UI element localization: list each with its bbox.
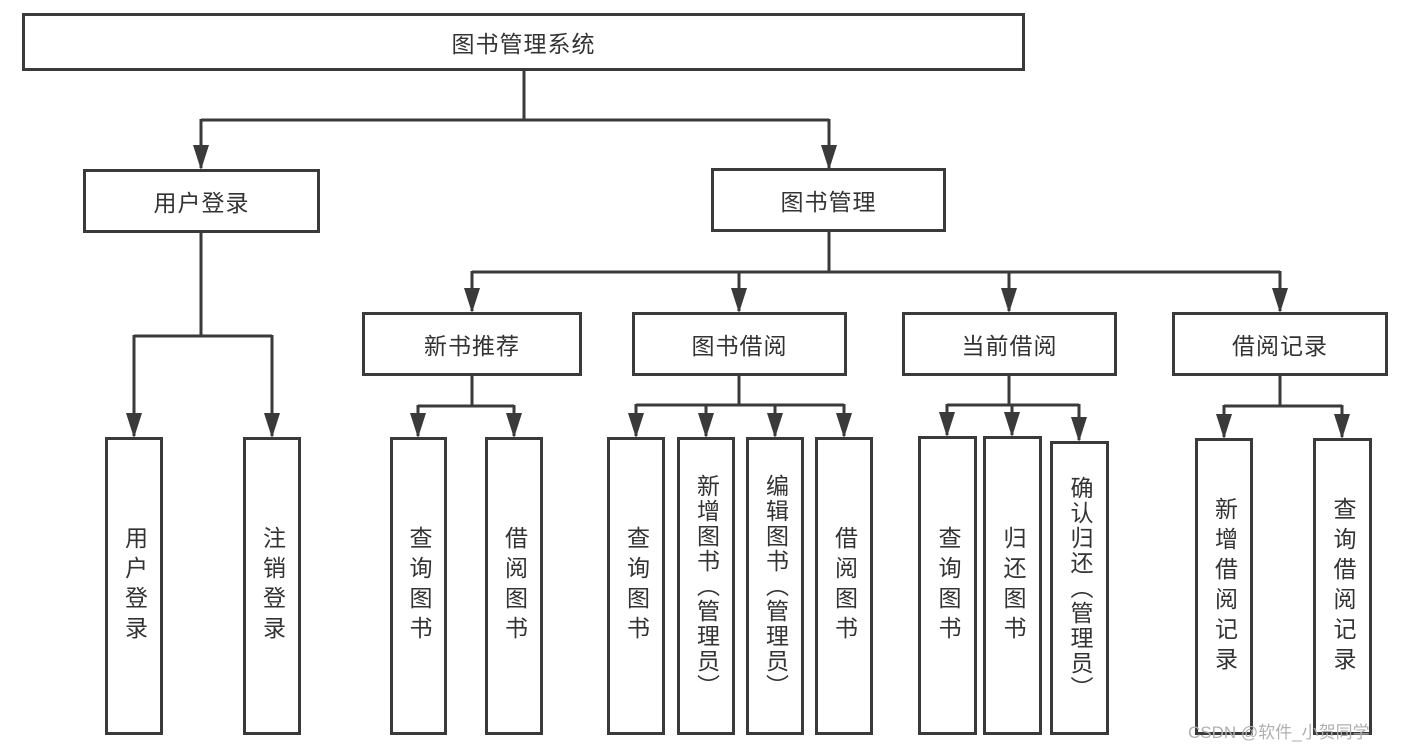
node-book-mgmt: 图书管理 xyxy=(711,168,946,232)
node-leaf-bb-query-books: 查询图书 xyxy=(607,437,665,735)
node-leaf-br-query-record-label: 查询借阅记录 xyxy=(1330,496,1356,677)
node-leaf-bb-edit-books: 编辑图书（管理员） xyxy=(746,437,804,735)
arrow-down-icon xyxy=(939,412,955,437)
node-leaf-cb-return-books-label: 归还图书 xyxy=(1000,525,1026,646)
arrow-down-icon xyxy=(836,413,852,438)
arrow-down-icon xyxy=(767,413,783,438)
node-borrow-records: 借阅记录 xyxy=(1172,312,1388,376)
node-leaf-nbr-query-books-label: 查询图书 xyxy=(406,526,432,646)
connector-new-book-rec-to-children xyxy=(416,376,516,436)
arrow-down-icon xyxy=(464,288,480,313)
node-leaf-bb-add-books: 新增图书（管理员） xyxy=(677,437,735,735)
arrow-down-icon xyxy=(126,413,142,438)
node-root-label: 图书管理系统 xyxy=(451,31,596,57)
node-new-book-rec: 新书推荐 xyxy=(362,312,582,376)
node-leaf-br-query-record: 查询借阅记录 xyxy=(1313,438,1372,735)
arrow-down-icon xyxy=(1272,288,1288,313)
connector-book-mgmt-to-level3 xyxy=(470,232,1282,311)
arrow-down-icon xyxy=(731,288,747,313)
arrow-down-icon xyxy=(1001,288,1017,313)
node-leaf-cb-confirm-return: 确认归还（管理员） xyxy=(1050,441,1109,735)
connector-root-to-level2 xyxy=(199,71,831,168)
arrow-down-icon xyxy=(698,413,714,438)
arrow-down-icon xyxy=(410,413,426,438)
node-leaf-nbr-borrow-books-label: 借阅图书 xyxy=(501,526,528,646)
connector-borrow-records-to-children xyxy=(1222,376,1344,437)
node-current-borrow: 当前借阅 xyxy=(902,312,1117,376)
node-leaf-cb-confirm-return-label: 确认归还（管理员） xyxy=(1067,475,1093,701)
node-root: 图书管理系统 xyxy=(22,13,1025,71)
node-leaf-cb-return-books: 归还图书 xyxy=(983,436,1042,735)
node-leaf-logout-label: 注销登录 xyxy=(259,526,286,646)
watermark: CSDN @软件_小贺同学 xyxy=(1188,723,1370,742)
node-leaf-bb-query-books-label: 查询图书 xyxy=(623,526,650,646)
node-leaf-cb-query-books-label: 查询图书 xyxy=(935,525,961,646)
node-leaf-br-add-record: 新增借阅记录 xyxy=(1195,438,1253,735)
arrow-down-icon xyxy=(1216,414,1232,439)
arrow-down-icon xyxy=(1004,412,1020,437)
arrow-down-icon xyxy=(193,145,209,170)
node-leaf-bb-edit-books-label: 编辑图书（管理员） xyxy=(762,473,789,699)
node-leaf-cb-query-books: 查询图书 xyxy=(918,436,977,735)
arrow-down-icon xyxy=(1334,414,1350,439)
node-new-book-rec-label: 新书推荐 xyxy=(424,333,520,359)
node-book-borrow: 图书借阅 xyxy=(632,312,847,376)
node-leaf-bb-add-books-label: 新增图书（管理员） xyxy=(693,473,720,699)
arrow-down-icon xyxy=(264,413,280,438)
node-book-mgmt-label: 图书管理 xyxy=(780,189,877,215)
connector-user-login-to-children xyxy=(132,233,274,436)
node-leaf-bb-borrow-books: 借阅图书 xyxy=(815,437,873,735)
node-borrow-records-label: 借阅记录 xyxy=(1232,333,1328,359)
node-leaf-nbr-borrow-books: 借阅图书 xyxy=(485,437,543,735)
connector-book-borrow-to-children xyxy=(634,375,846,436)
node-leaf-br-add-record-label: 新增借阅记录 xyxy=(1211,496,1238,677)
arrow-down-icon xyxy=(506,413,522,438)
arrow-down-icon xyxy=(1071,417,1087,442)
arrow-down-icon xyxy=(628,413,644,438)
node-book-borrow-label: 图书借阅 xyxy=(691,333,788,359)
node-user-login: 用户登录 xyxy=(83,169,320,233)
node-leaf-user-login-label: 用户登录 xyxy=(121,526,148,646)
arrow-down-icon xyxy=(821,145,837,170)
node-user-login-label: 用户登录 xyxy=(153,190,250,216)
node-current-borrow-label: 当前借阅 xyxy=(961,333,1058,359)
node-leaf-user-login: 用户登录 xyxy=(105,437,163,735)
node-leaf-nbr-query-books: 查询图书 xyxy=(390,437,447,735)
node-leaf-logout: 注销登录 xyxy=(243,437,301,735)
node-leaf-bb-borrow-books-label: 借阅图书 xyxy=(831,526,858,646)
